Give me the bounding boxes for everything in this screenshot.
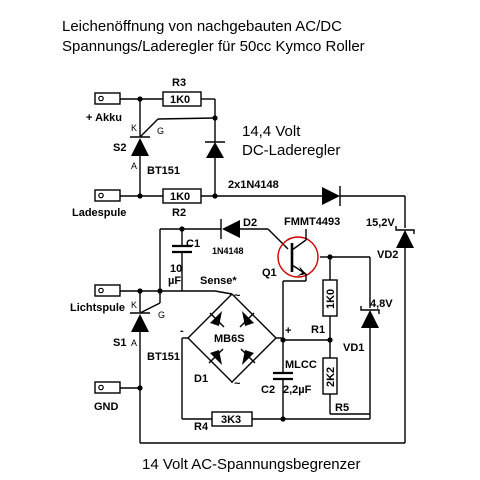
label-gnd: GND (94, 401, 119, 413)
bridge-label: MB6S (214, 333, 245, 345)
c1-value-1: 10 (170, 263, 182, 275)
ac-limiter-section: 15,2V VD2 Lichtspule C1 10 µF D2 1N4148 (70, 216, 415, 444)
title-line-1: Leichenöffnung von nachgebauten AC/DC (62, 18, 342, 35)
thyristor-s1 (131, 314, 149, 332)
zener-vd1 (361, 310, 379, 328)
dc-title-2: DC-Laderegler (242, 142, 340, 159)
diode-right (322, 187, 340, 205)
c2-value: 2,2µF (283, 384, 312, 396)
sense-label: Sense* (200, 275, 237, 287)
r1-label: R1 (311, 324, 325, 336)
d2-label: D2 (243, 217, 257, 229)
bridge-plus: + (285, 325, 291, 337)
s2-type: BT151 (147, 165, 180, 177)
diode-d2 (222, 220, 240, 238)
svg-text:G: G (158, 310, 165, 320)
footer-title: 14 Volt AC-Spannungsbegrenzer (142, 456, 361, 473)
q1-type: FMMT4493 (284, 216, 340, 228)
svg-text:A: A (131, 161, 137, 171)
diodes-label: 2x1N4148 (228, 179, 279, 191)
bridge-tilde-bottom: ~ (234, 378, 241, 390)
svg-text:G: G (157, 126, 164, 136)
bridge-tilde-top: ~ (234, 290, 241, 302)
r5-label: R5 (335, 402, 349, 414)
r5-value: 2K2 (325, 367, 337, 387)
c1-label: C1 (186, 238, 200, 250)
dc-regulator-section: + Akku 1K0 R3 K G A S2 BT151 Ladespule (72, 77, 406, 228)
vd1-label: VD1 (343, 342, 364, 354)
thyristor-s2 (131, 138, 149, 156)
r2-label: R2 (172, 207, 186, 219)
label-ladespule: Ladespule (72, 207, 126, 219)
s1-type: BT151 (147, 351, 180, 363)
r3-label: R3 (172, 77, 186, 89)
c2-type: MLCC (285, 359, 317, 371)
r2-value: 1K0 (170, 191, 190, 203)
s1-label: S1 (113, 337, 126, 349)
dc-title-1: 14,4 Volt (242, 123, 301, 140)
vd1-value: 4,8V (370, 298, 393, 310)
d2-type: 1N4148 (212, 246, 244, 256)
q1-highlight-circle (277, 236, 319, 278)
r3-value: 1K0 (170, 94, 190, 106)
r4-label: R4 (194, 421, 209, 433)
svg-text:K: K (131, 300, 137, 310)
vd2-value: 15,2V (366, 217, 395, 229)
bridge-minus: - (180, 325, 184, 337)
d1-label: D1 (194, 373, 208, 385)
r4-value: 3K3 (221, 414, 241, 426)
svg-text:A: A (131, 338, 137, 348)
label-lichtspule: Lichtspule (70, 302, 125, 314)
title-line-2: Spannungs/Laderegler für 50cc Kymco Roll… (62, 38, 365, 55)
c1-value-2: µF (168, 275, 181, 287)
vd2-label: VD2 (377, 249, 398, 261)
r1-value: 1K0 (325, 289, 337, 309)
s2-label: S2 (113, 142, 126, 154)
diode-upper (206, 142, 224, 158)
zener-vd2 (396, 230, 414, 248)
bridge-rectifier-mb6s (187, 293, 277, 383)
label-akku: + Akku (86, 112, 122, 124)
svg-text:K: K (131, 123, 137, 133)
q1-label: Q1 (262, 267, 277, 279)
c2-label: C2 (261, 384, 275, 396)
